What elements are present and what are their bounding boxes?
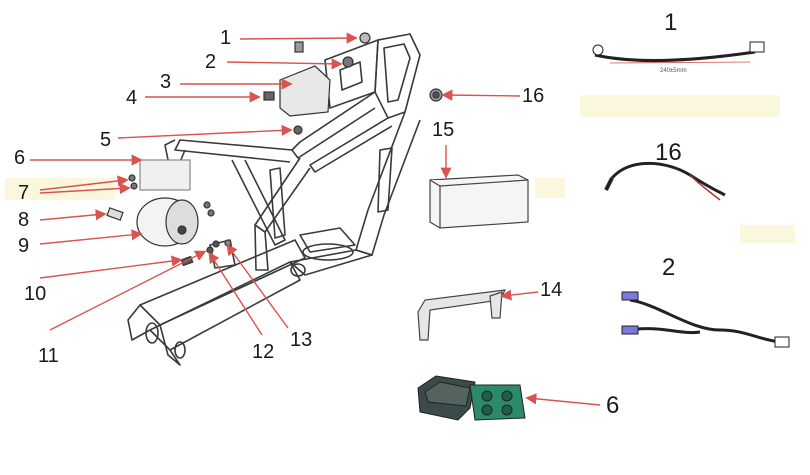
callout-15: 15 (432, 119, 455, 141)
callout-11: 11 (38, 345, 59, 367)
frame-drawing (127, 33, 421, 366)
cable-measure-text: 240±5mm (660, 68, 687, 74)
callout-1: 1 (220, 27, 232, 49)
callout-6-bms: 6 (606, 392, 620, 419)
cable-2 (621, 291, 790, 348)
callout-10: 10 (24, 283, 47, 305)
callout-13: 13 (290, 329, 313, 351)
part-label-2: 2 (662, 254, 675, 281)
hardware-parts (106, 32, 443, 267)
battery-box (429, 174, 529, 229)
callout-5: 5 (100, 129, 112, 151)
callout-2: 2 (205, 51, 217, 73)
part-label-16: 16 (655, 139, 682, 166)
callout-14: 14 (540, 279, 563, 301)
cable-1 (592, 41, 765, 64)
callout-9: 9 (18, 235, 30, 257)
callout-16: 16 (522, 85, 545, 107)
callout-3: 3 (160, 71, 172, 93)
cable-16 (604, 161, 726, 201)
bms-case (417, 375, 526, 421)
battery-bracket (417, 289, 507, 341)
callout-arrows (30, 32, 601, 406)
callout-8: 8 (18, 209, 30, 231)
part-label-1: 1 (664, 9, 677, 36)
callout-7: 7 (18, 182, 30, 204)
highlight-bars (5, 95, 795, 243)
callout-6: 6 (14, 147, 26, 169)
callout-4: 4 (126, 87, 138, 109)
callout-12: 12 (252, 341, 275, 363)
